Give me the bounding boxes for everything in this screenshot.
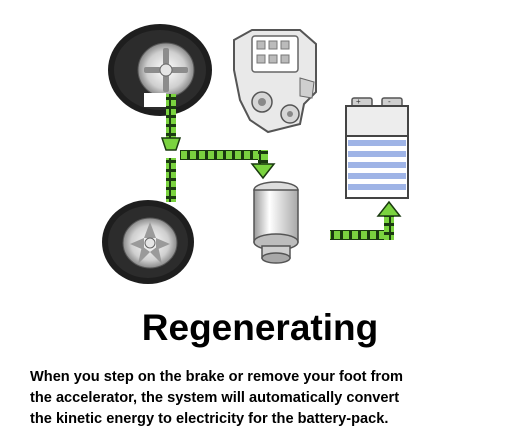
energy-flow-arrow	[166, 158, 176, 202]
engine-icon	[233, 29, 317, 134]
description-line: the accelerator, the system will automat…	[30, 390, 400, 406]
svg-text:+: +	[356, 97, 361, 106]
svg-text:-: -	[388, 97, 391, 106]
front-wheel-icon	[108, 24, 212, 116]
description-line: When you step on the brake or remove you…	[30, 369, 403, 385]
page-title: Regenerating	[141, 307, 379, 348]
description-line: the kinetic energy to electricity for th…	[30, 411, 389, 427]
regeneration-diagram: + -	[102, 24, 409, 284]
energy-flow-arrow	[330, 200, 402, 240]
description-text: When you step on the brake or remove you…	[30, 367, 510, 430]
rear-wheel-icon	[102, 200, 194, 284]
energy-flow-arrow	[160, 94, 182, 151]
energy-flow-arrow	[180, 150, 276, 180]
battery-icon: + -	[345, 97, 409, 199]
motor-generator-icon	[253, 181, 299, 264]
